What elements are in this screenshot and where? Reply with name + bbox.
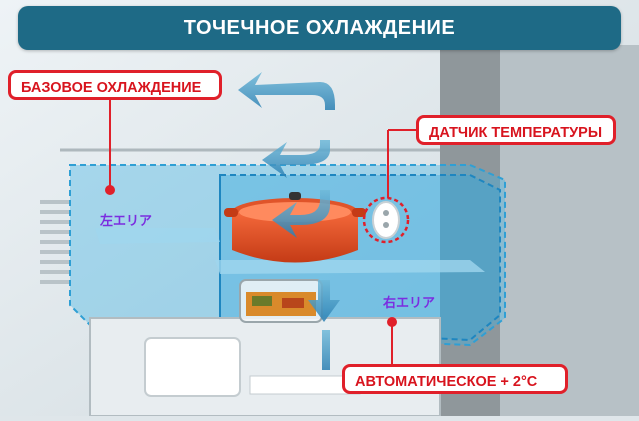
wall-vents bbox=[40, 200, 70, 284]
door-panel bbox=[500, 45, 639, 416]
page-title: ТОЧЕЧНОЕ ОХЛАЖДЕНИЕ bbox=[184, 17, 456, 40]
right-zone-label: 右エリア bbox=[383, 292, 435, 311]
basic-cooling-label: БАЗОВОЕ ОХЛАЖДЕНИЕ bbox=[8, 70, 222, 100]
left-zone-label: 左エリア bbox=[100, 210, 152, 229]
temperature-sensor-label: ДАТЧИК ТЕМПЕРАТУРЫ bbox=[416, 115, 616, 145]
auto-temp-label: АВТОМАТИЧЕСКОЕ + 2°C bbox=[342, 364, 568, 394]
title-banner: ТОЧЕЧНОЕ ОХЛАЖДЕНИЕ bbox=[18, 6, 621, 50]
